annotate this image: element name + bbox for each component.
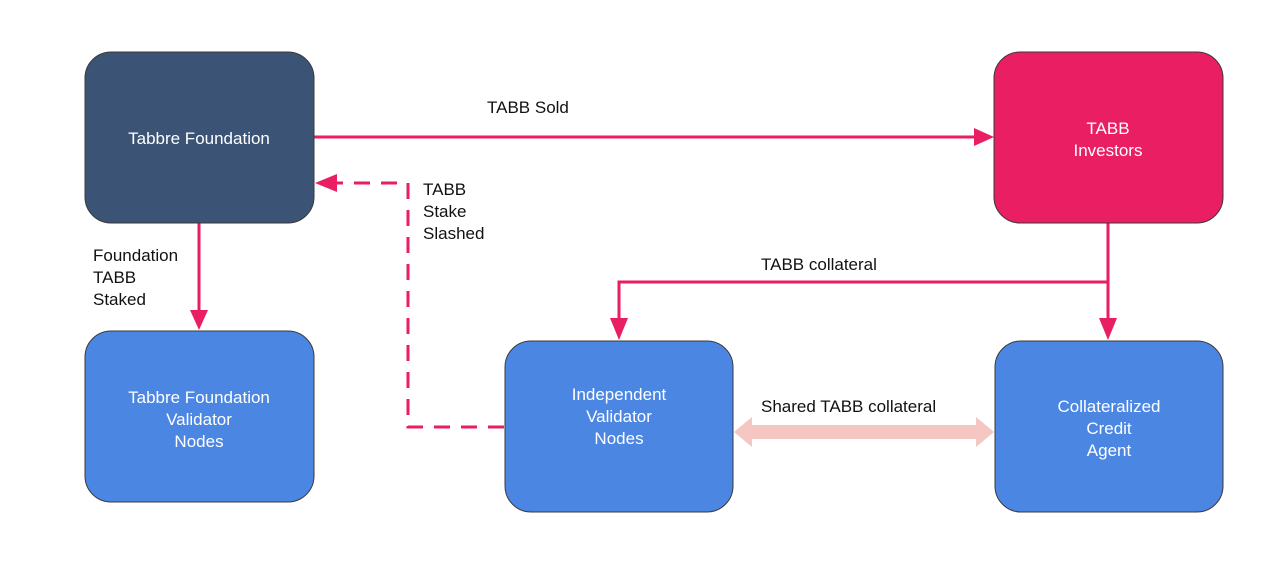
node-tabb-investors-label-line-2: Investors <box>1074 141 1143 160</box>
node-foundation-validator-nodes-label-line-2: Validator <box>166 410 232 429</box>
node-collateralized-credit-agent-label-line-3: Agent <box>1087 441 1132 460</box>
edge-label-foundation-staked-line-2: TABB <box>93 268 136 287</box>
edge-foundation-staked-arrowhead <box>190 310 208 330</box>
node-collateralized-credit-agent-label-line-2: Credit <box>1086 419 1132 438</box>
node-independent-validator-nodes-label-line-2: Validator <box>586 407 652 426</box>
edge-label-stake-slashed-line-1: TABB <box>423 180 466 199</box>
node-independent-validator-nodes-label-line-3: Nodes <box>594 429 643 448</box>
node-foundation-validator-nodes-label-line-3: Nodes <box>174 432 223 451</box>
edge-tabb-sold-arrowhead <box>974 128 994 146</box>
edge-stake-slashed-arrowhead <box>315 174 337 192</box>
edge-label-tabb-collateral: TABB collateral <box>761 255 877 274</box>
edge-shared-collateral <box>734 417 994 447</box>
node-tabbre-foundation-label-line-1: Tabbre Foundation <box>128 129 270 148</box>
edge-stake-slashed-line <box>334 181 504 429</box>
edge-foundation-staked <box>190 223 208 330</box>
node-tabbre-foundation: Tabbre Foundation <box>84 51 315 224</box>
edge-shared-collateral-arrow <box>734 417 994 447</box>
edge-label-stake-slashed-line-3: Slashed <box>423 224 484 243</box>
edge-label-tabb-sold: TABB Sold <box>487 98 569 117</box>
edge-label-stake-slashed-line-2: Stake <box>423 202 466 221</box>
edge-label-tabb-collateral-line-1: TABB collateral <box>761 255 877 274</box>
node-tabb-investors: TABB Investors <box>993 51 1224 224</box>
edge-label-foundation-staked-line-3: Staked <box>93 290 146 309</box>
edge-label-shared-collateral-line-1: Shared TABB collateral <box>761 397 936 416</box>
edge-label-foundation-staked-line-1: Foundation <box>93 246 178 265</box>
edge-label-shared-collateral: Shared TABB collateral <box>761 397 936 416</box>
node-independent-validator-nodes-label-line-1: Independent <box>572 385 667 404</box>
edge-tabb-collateral <box>610 223 1117 340</box>
node-foundation-validator-nodes-label-line-1: Tabbre Foundation <box>128 388 270 407</box>
edge-tabb-sold <box>314 128 994 146</box>
node-tabbre-foundation-label: Tabbre Foundation <box>128 129 270 148</box>
node-tabb-investors-label: TABB Investors <box>1074 119 1143 160</box>
edge-stake-slashed <box>315 174 504 429</box>
node-tabb-investors-label-line-1: TABB <box>1086 119 1129 138</box>
edge-tabb-collateral-line <box>617 223 1110 322</box>
edge-tabb-collateral-arrowhead-validators <box>610 318 628 340</box>
node-collateralized-credit-agent-label-line-1: Collateralized <box>1058 397 1161 416</box>
edge-tabb-collateral-arrowhead-agent <box>1099 318 1117 340</box>
edge-label-tabb-sold-line-1: TABB Sold <box>487 98 569 117</box>
